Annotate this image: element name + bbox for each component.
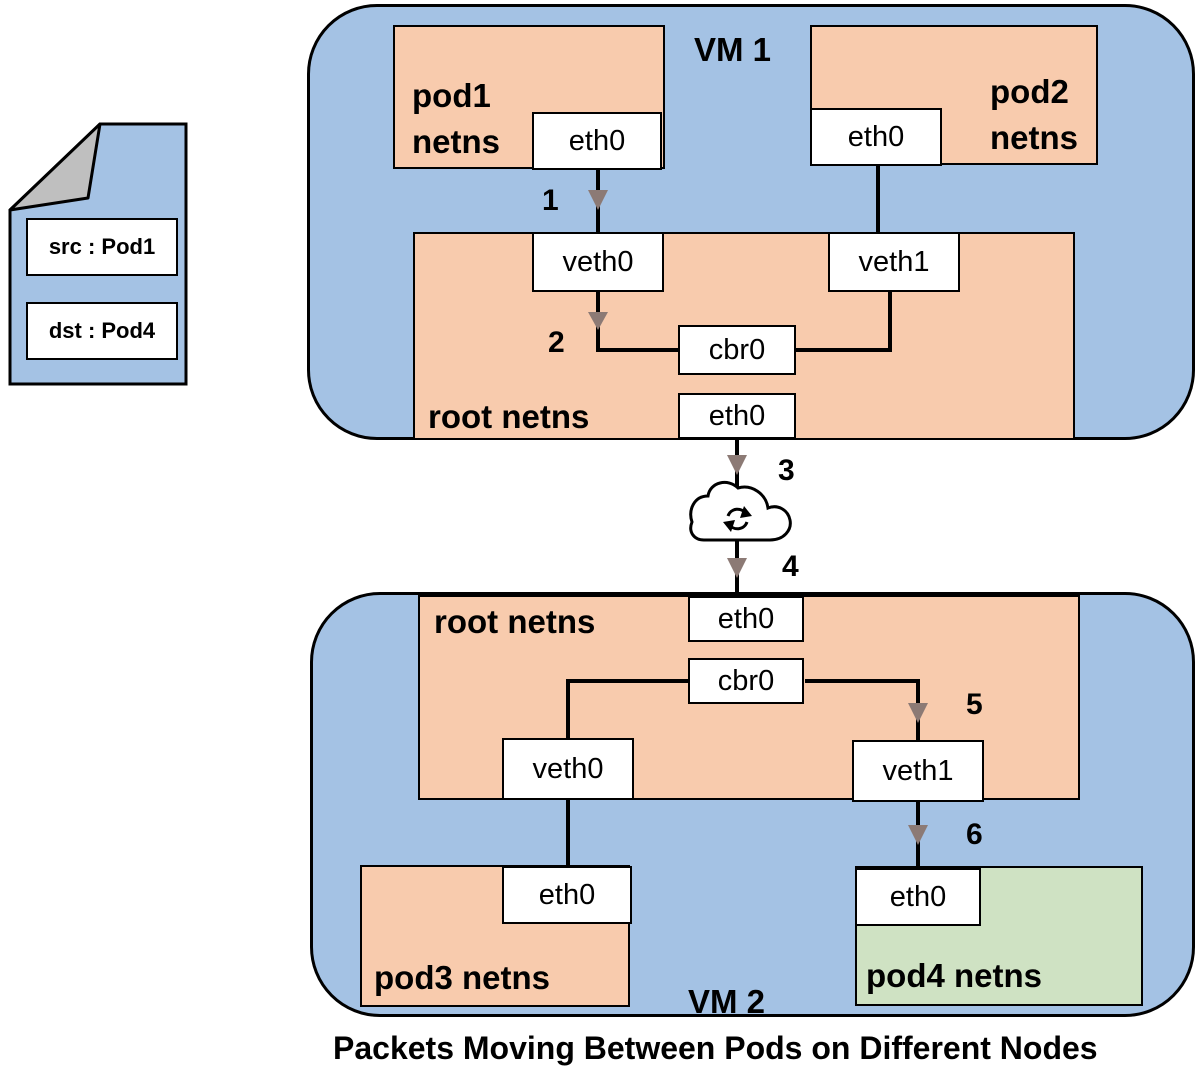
vm1-pod1-netns (393, 25, 665, 169)
vm2-cbr0: cbr0 (688, 658, 804, 704)
flow-arrow-2 (588, 312, 608, 330)
wire-vm1-cbr0-veth1 (795, 290, 892, 352)
vm1-root-eth0: eth0 (678, 393, 796, 439)
vm1-pod2-name: pod2 (990, 73, 1069, 110)
vm2-root-eth0: eth0 (688, 596, 804, 642)
step-4-label: 4 (782, 550, 799, 583)
vm1-pod2-ns: netns (990, 119, 1079, 156)
flow-arrow-3 (727, 455, 747, 475)
vm1-pod2-eth0: eth0 (810, 108, 942, 166)
vm2-veth1: veth1 (852, 740, 984, 802)
step-1-label: 1 (542, 184, 559, 217)
vm1-root-label: root netns (428, 398, 590, 435)
vm1-veth0: veth0 (532, 232, 664, 292)
vm2-pod3-label: pod3 netns (374, 959, 551, 996)
vm1-pod1-eth0: eth0 (532, 112, 662, 170)
wire-vm2-cbr0-veth0 (566, 679, 688, 740)
wire-vm1-veth0-cbr0 (596, 290, 680, 352)
wire-vm2-cbr0-veth1 (805, 679, 920, 740)
vm2-pod4-eth0: eth0 (855, 868, 981, 926)
vm2-root-label: root netns (434, 603, 596, 640)
vm2-label: VM 2 (688, 983, 766, 1020)
step-2-label: 2 (548, 326, 565, 359)
vm1-veth1: veth1 (828, 232, 960, 292)
cloud-sync-icon (689, 480, 792, 542)
diagram-caption: Packets Moving Between Pods on Different… (333, 1030, 1098, 1066)
vm2-pod4-label: pod4 netns (866, 957, 1043, 994)
vm2-veth0: veth0 (502, 738, 634, 800)
step-3-label: 3 (778, 454, 795, 487)
vm2-pod3-eth0: eth0 (502, 866, 632, 924)
step-6-label: 6 (966, 818, 983, 851)
step-5-label: 5 (966, 688, 983, 721)
vm1-label: VM 1 (694, 31, 772, 68)
flow-arrow-6 (908, 825, 928, 845)
vm1-pod1-ns: netns (412, 123, 501, 160)
packet-src-field: src : Pod1 (26, 218, 178, 276)
flow-arrow-4 (727, 558, 747, 578)
flow-arrow-5 (908, 703, 928, 723)
packet-dst-field: dst : Pod4 (26, 302, 178, 360)
flow-arrow-1 (588, 190, 608, 210)
vm1-cbr0: cbr0 (678, 325, 796, 375)
vm1-pod1-name: pod1 (412, 77, 491, 114)
